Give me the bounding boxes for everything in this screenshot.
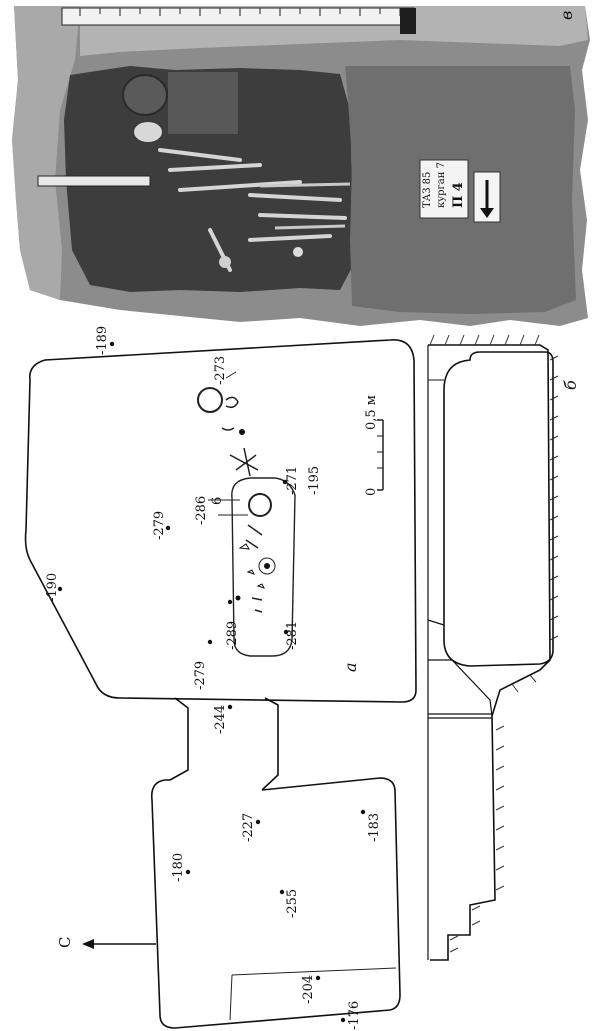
depth-mark: -273 xyxy=(213,356,228,385)
card-line-3: П 4 xyxy=(451,182,466,208)
depth-mark: -180 xyxy=(171,853,186,882)
depth-mark: -289 xyxy=(225,621,240,650)
panel-label-photo: в xyxy=(557,11,576,20)
card-line-2: курган 7 xyxy=(436,162,447,208)
depth-mark: -227 xyxy=(241,813,256,842)
depth-mark: -204 xyxy=(301,975,316,1004)
grave-plan xyxy=(24,339,417,1029)
scale-half: 0,5 м xyxy=(364,395,379,430)
depth-mark: -176 xyxy=(347,1001,362,1030)
north-arrow-icon xyxy=(82,939,156,949)
depth-mark: 6 xyxy=(210,497,225,505)
depth-mark: -244 xyxy=(213,705,228,734)
depth-mark: -190 xyxy=(45,573,60,602)
photo-arrow-icon xyxy=(480,180,494,218)
depth-mark: -286 xyxy=(194,496,209,525)
card-line-1: ТАЗ 85 xyxy=(422,172,433,208)
excavation-photo: ТАЗ 85 курган 7 П 4 xyxy=(12,6,590,326)
depth-labels: -189 -273 -190 -279 -286 6 -271 -195 -28… xyxy=(45,326,382,1030)
grave-section xyxy=(427,334,559,961)
depth-mark: -183 xyxy=(367,813,382,842)
depth-mark: -279 xyxy=(152,511,167,540)
depth-mark: -279 xyxy=(193,661,208,690)
depth-mark: -195 xyxy=(307,466,322,495)
panel-label-section: б xyxy=(561,380,580,390)
scale-bar xyxy=(377,419,384,491)
depth-mark: -281 xyxy=(285,621,300,650)
panel-label-plan: а xyxy=(341,662,360,672)
north-label: С xyxy=(56,937,74,948)
depth-mark: -255 xyxy=(285,889,300,918)
depth-mark: -189 xyxy=(95,326,110,355)
depth-mark: -271 xyxy=(285,466,300,495)
photo-label-card: ТАЗ 85 курган 7 П 4 xyxy=(422,162,466,208)
scale-zero: 0 xyxy=(364,488,379,496)
